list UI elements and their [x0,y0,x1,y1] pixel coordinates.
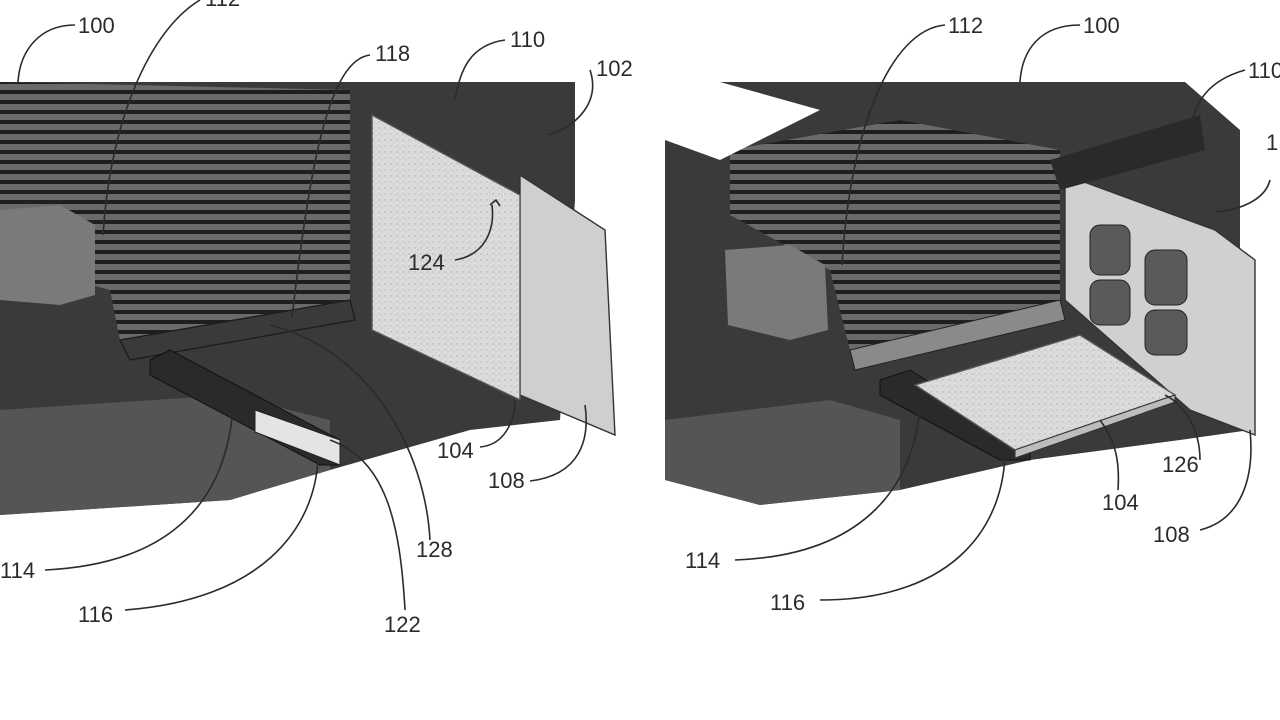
left-label-110: 110 [510,27,545,52]
right-bumper [665,400,900,505]
right-label-108: 108 [1153,522,1190,547]
right-taillight [725,245,828,340]
left-label-108: 108 [488,468,525,493]
left-label-124: 124 [408,250,445,275]
left-label-102: 102 [596,56,633,81]
left-label-128: 128 [416,537,453,562]
left-deployed-panel [371,113,521,402]
left-label-116: 116 [78,602,113,627]
right-label-102: 1 [1266,130,1278,155]
left-panel-mark [489,198,501,207]
right-truck-illustration [665,82,1256,505]
left-label-100: 100 [78,13,115,38]
right-label-116: 116 [770,590,805,615]
right-label-126: 126 [1162,452,1199,477]
right-leader-lines [734,24,1271,601]
right-slide-arm [879,369,1031,461]
left-label-114: 114 [0,558,35,583]
right-bed-floor [730,120,1060,350]
right-label-104: 104 [1102,490,1139,515]
left-label-112: 112 [205,0,240,11]
right-label-100: 100 [1083,13,1120,38]
right-gate-post [1050,115,1205,190]
right-reference-labels: 112 100 110 1 126 104 108 114 116 [685,13,1280,615]
right-bed-gap [665,82,820,160]
right-label-112: 112 [948,13,983,38]
right-bed-rail [849,299,1066,371]
right-label-110: 110 [1248,58,1280,83]
left-label-122: 122 [384,612,421,637]
left-label-118: 118 [375,41,410,66]
left-label-104: 104 [437,438,474,463]
left-reference-labels: 100 112 118 110 102 124 104 108 128 114 … [0,0,633,637]
left-leader-lines [17,0,594,611]
right-label-114: 114 [685,548,720,573]
right-door-windows [1089,224,1188,356]
left-bed-rail [118,299,356,361]
left-truck-illustration [0,82,616,515]
left-slide-end [254,409,341,466]
left-taillight [0,205,95,305]
left-gate-door [519,173,616,437]
